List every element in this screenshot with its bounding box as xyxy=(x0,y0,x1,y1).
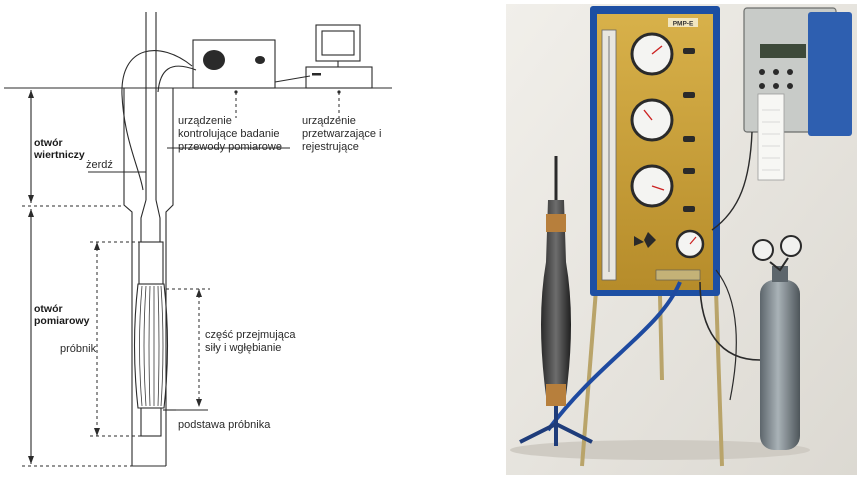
panel-valves xyxy=(634,48,695,248)
label-probe: próbnik xyxy=(60,343,97,355)
data-logger-buttons xyxy=(759,69,793,89)
gas-cylinder xyxy=(760,280,800,450)
measuring-cable xyxy=(121,50,193,191)
regulator-body xyxy=(769,257,789,272)
dim-measuring-arrow-bottom xyxy=(28,456,34,464)
dim-borehole-arrow-top xyxy=(28,90,34,98)
device-link-cable xyxy=(274,75,311,83)
equipment-photo: PMP-E xyxy=(506,4,857,475)
computer-unit xyxy=(305,66,373,89)
label-measuring-hole: otwór pomiarowy xyxy=(34,303,90,327)
probe-body-photo xyxy=(541,200,571,396)
monitor xyxy=(315,24,361,62)
leader-dot-control xyxy=(234,90,238,94)
leader-dot-processing xyxy=(337,90,341,94)
dim-probe-arrow-top xyxy=(94,242,100,250)
computer-drive-slot xyxy=(312,73,321,76)
gauge-1 xyxy=(630,32,674,76)
data-logger-side xyxy=(808,12,852,136)
panel-badge-text: PMP-E xyxy=(673,21,694,28)
cylinder-valve xyxy=(772,266,788,282)
probe-collar-upper xyxy=(546,214,566,232)
borehole-wall-left xyxy=(123,88,133,466)
dim-measuring-arrow-top xyxy=(28,209,34,217)
monitor-screen xyxy=(321,30,355,56)
label-probe-base: podstawa próbnika xyxy=(178,419,271,431)
rod-taper-left xyxy=(140,199,147,242)
dim-probe-arrow-bottom xyxy=(94,428,100,436)
borehole-wall-right xyxy=(165,88,174,466)
regulator-gauge-2 xyxy=(780,235,802,257)
label-expanding-part: część przejmująca siły i wgłębianie xyxy=(205,329,299,354)
probe-stand xyxy=(519,406,593,446)
schematic-diagram: urządzenie kontrolujące badanie przewody… xyxy=(4,12,392,467)
label-rod: żerdź xyxy=(86,159,113,171)
control-device xyxy=(192,39,276,89)
regulator-gauge-1 xyxy=(752,239,774,261)
label-processing-device: urządzenie przetwarzające i rejestrujące xyxy=(302,115,385,153)
dim-expanding-arrow-top xyxy=(196,289,202,297)
probe-hose xyxy=(546,281,682,432)
dim-borehole-arrow-bottom xyxy=(28,195,34,203)
control-device-gauge xyxy=(203,50,225,70)
probe-base xyxy=(140,407,162,437)
logger-cable xyxy=(711,131,753,231)
probe-expanding-body xyxy=(133,283,169,409)
panel-badge xyxy=(668,18,698,27)
gas-hose xyxy=(699,281,761,361)
gauge-3 xyxy=(630,164,674,208)
connector-strip xyxy=(655,269,701,281)
signal-cable xyxy=(715,269,737,401)
printer-paper xyxy=(757,93,785,181)
label-control-device: urządzenie kontrolujące badanie przewody… xyxy=(178,115,283,153)
gauge-4 xyxy=(675,229,705,259)
dim-expanding-arrow-bottom xyxy=(196,399,202,407)
probe-stripes xyxy=(139,285,164,407)
data-logger-display xyxy=(760,44,806,58)
rod-taper-right xyxy=(155,199,161,242)
printer-paper-lines xyxy=(762,109,780,171)
measuring-cable-2 xyxy=(157,65,197,93)
label-borehole: otwór wiertniczy xyxy=(33,137,85,161)
panel-leg-right xyxy=(714,289,724,467)
probe-collar-lower xyxy=(546,384,566,406)
probe-head xyxy=(138,241,164,285)
control-device-knob xyxy=(255,56,265,64)
gauge-2 xyxy=(630,98,674,142)
